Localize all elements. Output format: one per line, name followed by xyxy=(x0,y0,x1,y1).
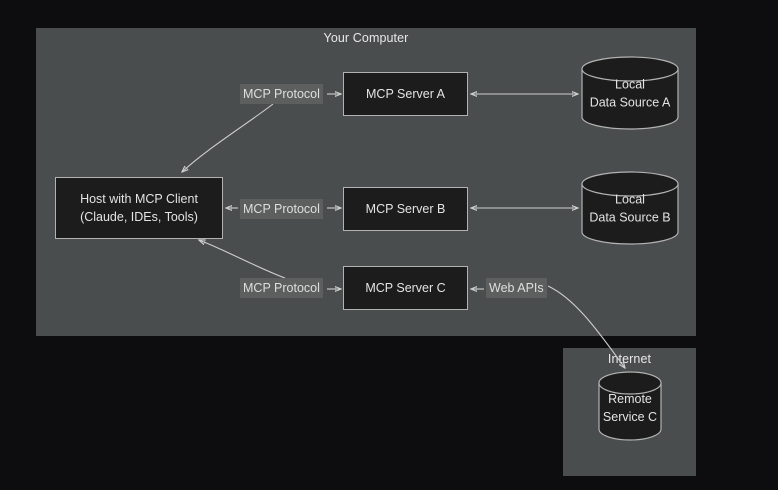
cylinder-icon xyxy=(581,56,679,130)
mcp-server-c-label: MCP Server C xyxy=(365,281,446,295)
host-node-line2: (Claude, IDEs, Tools) xyxy=(80,210,198,224)
mcp-server-b-node[interactable]: MCP Server B xyxy=(343,187,468,231)
cylinder-icon xyxy=(581,171,679,245)
edge-label-mcp-protocol-c: MCP Protocol xyxy=(240,278,323,298)
mcp-server-c-node[interactable]: MCP Server C xyxy=(343,266,468,310)
local-data-source-b-node[interactable]: Local Data Source B xyxy=(581,171,679,245)
edge-label-web-apis: Web APIs xyxy=(486,278,547,298)
edge-label-mcp-protocol-a: MCP Protocol xyxy=(240,84,323,104)
mcp-server-a-node[interactable]: MCP Server A xyxy=(343,72,468,116)
local-data-source-a-node[interactable]: Local Data Source A xyxy=(581,56,679,130)
cylinder-icon xyxy=(598,371,662,441)
edge-label-mcp-protocol-b: MCP Protocol xyxy=(240,199,323,219)
host-with-mcp-client-node[interactable]: Host with MCP Client (Claude, IDEs, Tool… xyxy=(55,177,223,239)
your-computer-group-title: Your Computer xyxy=(323,31,409,45)
internet-group-title: Internet xyxy=(607,352,652,366)
mcp-server-a-label: MCP Server A xyxy=(366,87,445,101)
host-node-line1: Host with MCP Client xyxy=(80,192,198,206)
remote-service-c-node[interactable]: Remote Service C xyxy=(598,371,662,441)
mcp-server-b-label: MCP Server B xyxy=(365,202,446,216)
